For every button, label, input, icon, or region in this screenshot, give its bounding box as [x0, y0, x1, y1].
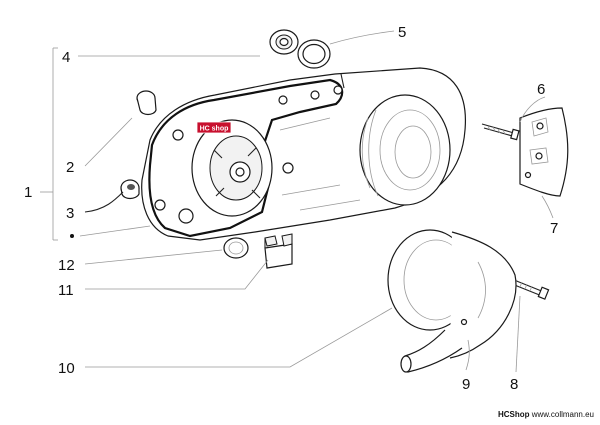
callout-6: 6: [537, 81, 545, 98]
callout-3: 3: [66, 205, 74, 222]
hc-shop-logo: HC shop: [196, 121, 232, 134]
part-plug: [223, 237, 249, 259]
callout-7: 7: [550, 220, 558, 237]
callout-8: 8: [510, 376, 518, 393]
part-screw-8: [511, 279, 550, 300]
transmission-cover: [141, 67, 467, 241]
part-sleeve: [136, 90, 157, 116]
footer-credit: HCShop www.collmann.eu: [498, 410, 594, 419]
part-bracket: [264, 233, 293, 269]
callout-12: 12: [58, 257, 75, 274]
part-air-duct: [387, 229, 517, 373]
part-bush: [120, 179, 140, 200]
footer-url[interactable]: www.collmann.eu: [531, 410, 594, 419]
assembly-bracket: [40, 47, 74, 241]
part-circlip: [297, 39, 331, 69]
callout-11: 11: [58, 282, 74, 299]
part-cover-plate: [519, 107, 569, 197]
leader-lines: [78, 30, 554, 373]
logo-text: HC shop: [200, 126, 229, 133]
callout-2: 2: [66, 159, 74, 176]
callout-1: 1: [24, 184, 32, 201]
callout-5: 5: [398, 24, 406, 41]
footer-brand: HCShop: [497, 410, 530, 419]
callout-numbers: 1 2 3 4 5 6 7 8 9 10 11 12: [24, 24, 558, 393]
part-screw-6: [481, 123, 520, 141]
callout-10: 10: [58, 360, 75, 377]
part-bearing: [269, 29, 299, 55]
callout-4: 4: [62, 49, 70, 66]
callout-9: 9: [462, 376, 470, 393]
